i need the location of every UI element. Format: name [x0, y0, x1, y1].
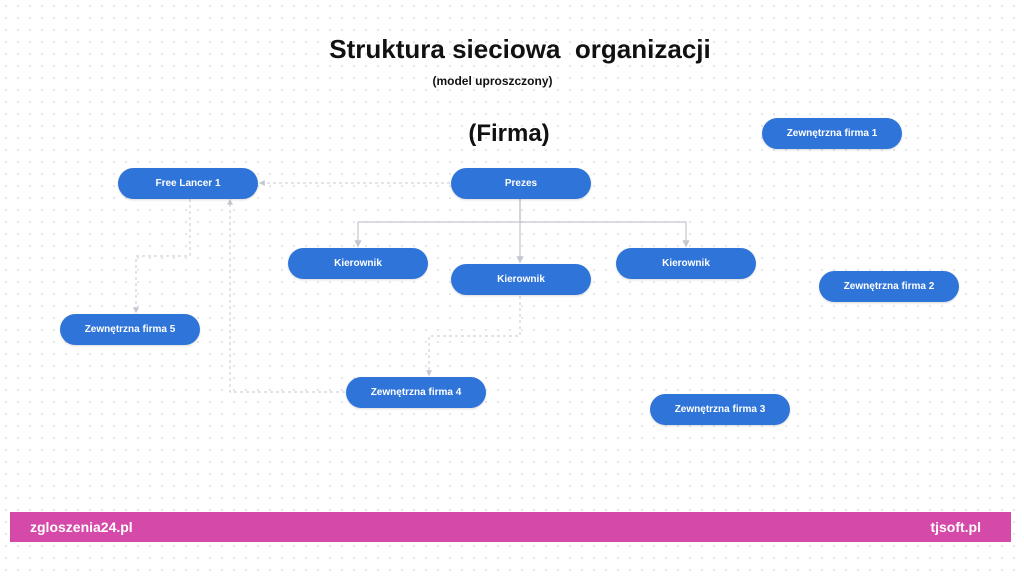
connector-prezes-kierownik-left: [354, 198, 521, 248]
company-label: (Firma): [468, 120, 550, 147]
footer-bar: zgloszenia24.pl tjsoft.pl: [10, 512, 1011, 542]
node-zewnetrzna-firma-4[interactable]: Zewnętrzna firma 4: [346, 377, 486, 408]
node-kierownik-right[interactable]: Kierownik: [616, 248, 756, 279]
connector-freelancer-zewn5: [133, 199, 191, 314]
node-zewnetrzna-firma-5[interactable]: Zewnętrzna firma 5: [60, 314, 200, 345]
footer-link-zgloszenia24[interactable]: zgloszenia24.pl: [30, 519, 133, 535]
diagram-subtitle: (model uproszczony): [432, 74, 553, 88]
diagram-title: Struktura sieciowa organizacji: [329, 34, 711, 64]
connector-prezes-kierownik-right: [519, 198, 690, 248]
connector-kierownik-zewn4: [426, 296, 521, 377]
node-zewnetrzna-firma-1[interactable]: Zewnętrzna firma 1: [762, 118, 902, 149]
node-kierownik-middle[interactable]: Kierownik: [451, 264, 591, 295]
node-zewnetrzna-firma-3[interactable]: Zewnętrzna firma 3: [650, 394, 790, 425]
node-prezes[interactable]: Prezes: [451, 168, 591, 199]
node-free-lancer-1[interactable]: Free Lancer 1: [118, 168, 258, 199]
node-kierownik-left[interactable]: Kierownik: [288, 248, 428, 279]
node-zewnetrzna-firma-2[interactable]: Zewnętrzna firma 2: [819, 271, 959, 302]
footer-link-tjsoft[interactable]: tjsoft.pl: [930, 519, 981, 535]
connector-zewn4-freelancer: [227, 198, 345, 393]
